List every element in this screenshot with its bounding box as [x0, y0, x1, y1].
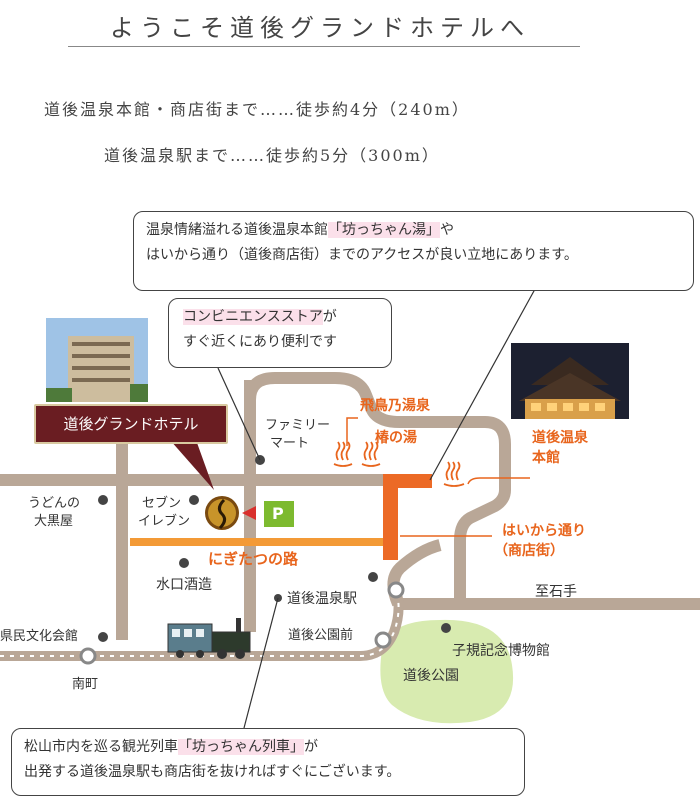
seven-label-1: セブン	[142, 496, 182, 511]
station-icon	[79, 647, 97, 665]
callout-location-highlight: 「坊っちゃん湯」	[328, 222, 440, 238]
hotel-name-tag: 道後グランドホテル	[34, 404, 228, 444]
konbini-callout-leader	[217, 367, 261, 461]
parking-icon	[264, 501, 294, 527]
honkan-leader	[467, 477, 530, 485]
title-divider	[68, 46, 580, 47]
kenmin-label: 県民文化会館	[0, 629, 79, 644]
dogo-station-label: 道後温泉駅	[287, 591, 357, 607]
dogo-park-mae-label: 道後公園前	[288, 628, 354, 643]
nigitatsu-street	[130, 538, 388, 546]
callout-location-text: 温泉情緒溢れる道後温泉本館	[146, 222, 328, 238]
bottom-callout-leader	[243, 597, 279, 729]
onsen-icon	[443, 461, 465, 487]
seven-eleven-marker	[189, 495, 199, 505]
minamimachi-label: 南町	[72, 677, 99, 692]
shiki-label: 子規記念博物館	[452, 643, 550, 659]
familymart-label-1: ファミリー	[265, 418, 331, 433]
haikara-street	[383, 474, 432, 560]
haikara-label-1: はいから通り	[502, 523, 586, 539]
asuka-label: 飛鳥乃湯泉	[360, 398, 430, 414]
callout-train-text: 松山市内を巡る観光列車	[24, 739, 178, 755]
dogo-park-area	[380, 619, 514, 724]
hotel-photo	[46, 318, 148, 402]
dogo-station-marker	[368, 572, 378, 582]
road-top-loop	[244, 372, 511, 604]
familymart-label-2: マート	[270, 436, 310, 451]
callout-konbini-suffix: が	[322, 309, 337, 325]
shiki-marker	[441, 623, 451, 633]
parking-label: P	[272, 504, 284, 523]
station-icon	[374, 631, 392, 649]
callout-konbini-highlight: コンビニエンスストア	[183, 309, 323, 325]
callout-location-suffix: や	[440, 222, 454, 238]
honkan-label-1: 道後温泉	[532, 430, 588, 446]
udon-marker	[98, 495, 108, 505]
access-station: 道後温泉駅まで……徒歩約5分（300m）	[104, 146, 440, 165]
ishite-label: 至石手	[535, 584, 577, 600]
callout-train-highlight: 「坊っちゃん列車」	[178, 739, 304, 755]
hotel-pointer	[242, 506, 256, 520]
asuka-leader	[346, 417, 358, 446]
haikara-label-2: （商店街）	[494, 543, 564, 559]
station-icon	[387, 581, 405, 599]
callout-location: 温泉情緒溢れる道後温泉本館「坊っちゃん湯」や はいから通り（道後商店街）までのア…	[133, 211, 694, 291]
nigitatsu-label: にぎたつの路	[208, 550, 299, 568]
callout-train-line2: 出発する道後温泉駅も商店街を抜ければすぐにございます。	[24, 764, 401, 780]
seven-label-2: イレブン	[138, 514, 191, 529]
top-callout-leader	[429, 279, 541, 481]
dogo-park-label: 道後公園	[403, 668, 459, 684]
callout-konbini-line2: すぐ近くにあり便利です	[183, 334, 337, 350]
tsubaki-label: 椿の湯	[375, 430, 417, 446]
minakuchi-marker	[179, 558, 189, 568]
hotel-tag-pointer	[170, 440, 214, 490]
udon-label-2: 大黒屋	[34, 514, 74, 529]
tram-rail	[0, 588, 404, 661]
access-honkan: 道後温泉本館・商店街まで……徒歩約4分（240m）	[44, 100, 470, 119]
callout-train: 松山市内を巡る観光列車「坊っちゃん列車」が 出発する道後温泉駅も商店街を抜ければ…	[11, 728, 525, 796]
train-icon	[167, 618, 251, 659]
callout-train-suffix: が	[304, 739, 318, 755]
minakuchi-label: 水口酒造	[156, 577, 212, 593]
onsen-icon	[361, 441, 381, 467]
callout-konbini: コンビニエンスストアが すぐ近くにあり便利です	[168, 298, 392, 368]
honkan-photo	[511, 343, 629, 419]
honkan-label-2: 本館	[532, 450, 560, 466]
hotel-logo-icon	[205, 496, 239, 530]
callout-location-line2: はいから通り（道後商店街）までのアクセスが良い立地にあります。	[146, 247, 578, 263]
onsen-icon	[333, 441, 353, 467]
udon-label-1: うどんの	[28, 496, 81, 511]
page-title: ようこそ道後グランドホテルへ	[110, 14, 530, 42]
kenmin-marker	[98, 632, 108, 642]
